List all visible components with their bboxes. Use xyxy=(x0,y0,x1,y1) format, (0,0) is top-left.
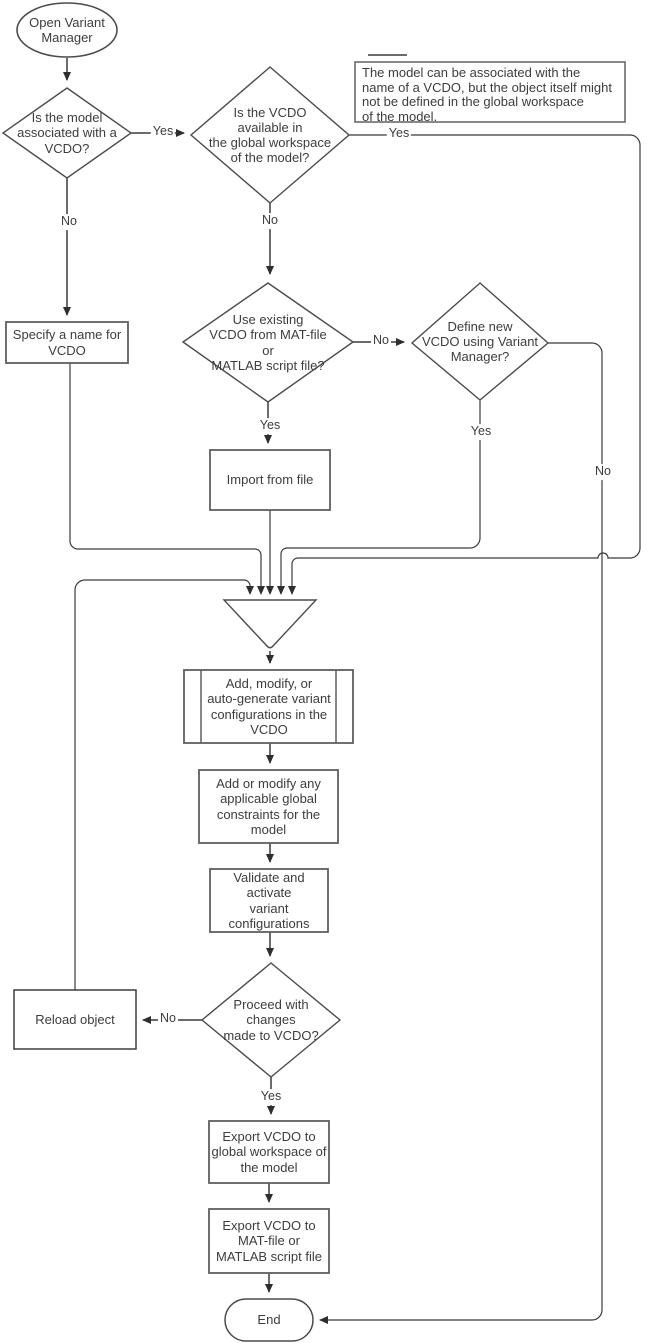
edge-reload-feedback xyxy=(74,579,254,990)
process-validate-activate-shape xyxy=(209,868,329,933)
process-add-modify-configs-shape xyxy=(183,669,354,744)
decision-model-associated-shape xyxy=(1,87,133,179)
decision-proceed-shape xyxy=(200,962,342,1078)
merge-triangle-shape xyxy=(222,599,318,649)
decision-vcdo-available-shape xyxy=(189,66,351,204)
edge-specify-to-merge xyxy=(69,363,265,595)
flowchart-connectors xyxy=(69,134,641,1324)
process-export-workspace-shape xyxy=(208,1120,330,1184)
decision-use-existing-shape xyxy=(181,282,355,403)
edge-vcdo-available-yes-route xyxy=(288,134,641,595)
decision-define-new-shape xyxy=(410,282,550,401)
flowchart-shapes xyxy=(1,2,626,1342)
edge-define-new-no-route xyxy=(319,342,603,1324)
terminator-end-shape xyxy=(224,1298,314,1342)
terminator-start-shape xyxy=(16,2,118,58)
process-import-shape xyxy=(209,449,331,511)
process-reload-object-shape xyxy=(13,989,137,1050)
edge-define-new-yes-route xyxy=(277,400,481,595)
process-specify-name-shape xyxy=(5,321,129,364)
process-add-constraints-shape xyxy=(198,769,339,844)
process-export-file-shape xyxy=(208,1208,330,1274)
note-box-shape xyxy=(354,61,626,123)
